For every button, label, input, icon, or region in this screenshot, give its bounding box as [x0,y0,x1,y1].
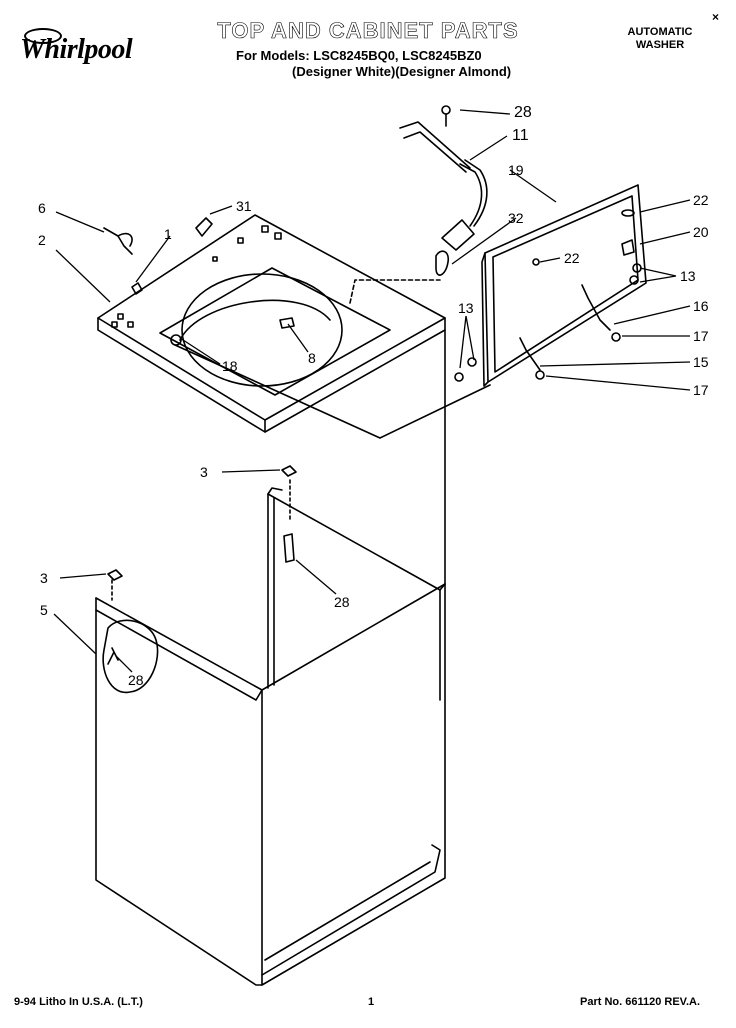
callout-8: 8 [308,350,316,366]
brand-wordmark: Whirlpool [20,34,133,65]
callout-22-mid: 22 [564,250,580,266]
variants-line: (Designer White)(Designer Almond) [292,64,512,79]
callout-3-left: 3 [40,570,48,586]
callout-17-bottom: 17 [693,382,709,398]
callout-28-mid: 28 [334,594,350,610]
callout-3-mid: 3 [200,464,208,480]
lid-switch [399,105,488,276]
callout-15: 15 [693,354,709,370]
callout-28-left: 28 [128,672,144,688]
callout-13-right: 13 [680,268,696,284]
callout-16: 16 [693,298,709,314]
whirlpool-logo: Whirlpool [14,22,154,72]
callout-18: 18 [222,358,238,374]
product-type-line2: WASHER [635,39,685,51]
close-mark: × [712,10,720,24]
top-hardware [103,217,295,346]
page-number: 1 [368,996,375,1008]
callout-28-top: 28 [514,104,532,121]
callout-22-top: 22 [693,192,709,208]
top-panel [97,214,446,433]
product-type: AUTOMATIC WASHER [620,26,700,52]
callout-5: 5 [40,602,48,618]
logo-swoosh-icon [24,28,62,44]
callout-19: 19 [508,162,524,178]
part-number: Part No. 661120 REV.A. [580,996,701,1008]
lid [454,184,647,387]
callout-20: 20 [693,224,709,240]
callout-1: 1 [164,226,172,242]
callout-6: 6 [38,200,46,216]
cabinet-cutaway [102,619,159,694]
callout-31: 31 [236,198,252,214]
callout-17-top: 17 [693,328,709,344]
callout-11: 11 [512,127,529,144]
models-line: For Models: LSC8245BQ0, LSC8245BZ0 [236,48,482,63]
callout-13-left: 13 [458,300,474,316]
cabinet [95,329,446,986]
litho-note: 9-94 Litho In U.S.A. (L.T.) [14,996,143,1008]
product-type-line1: AUTOMATIC [627,26,693,38]
page-title: TOP AND CABINET PARTS [217,18,519,44]
callout-2: 2 [38,232,46,248]
callout-32: 32 [508,210,524,226]
